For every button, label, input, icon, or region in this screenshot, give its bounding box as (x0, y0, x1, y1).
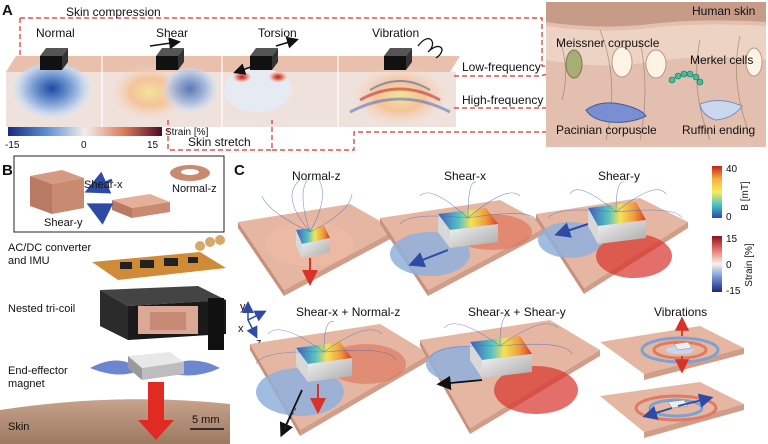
tile-shear-x-shear-y (420, 315, 600, 434)
title-shear-x-normal-z: Shear-x + Normal-z (296, 305, 400, 319)
vibration-strain-field (352, 66, 448, 126)
b-colorbar-label: B [mT] (740, 181, 751, 211)
normal-strain-field (10, 63, 94, 127)
torsion-actuator (250, 48, 278, 70)
converter-line-2: and IMU (8, 255, 50, 267)
skin-stretch-label: Skin stretch (188, 135, 251, 149)
tile-normal-z (238, 175, 396, 296)
title-shear-y: Shear-y (598, 169, 640, 183)
b-colorbar (712, 166, 722, 218)
strain-tick-mid: 0 (81, 140, 87, 151)
skin-compression-label: Skin compression (66, 5, 161, 19)
c-strain-tick-mid: 0 (726, 260, 732, 271)
normal-actuator (40, 48, 68, 70)
human-skin-illustration (546, 2, 766, 147)
normal-force-arrow (138, 382, 174, 440)
torsion-arrow-1 (275, 36, 299, 49)
tile-shear-y (536, 181, 688, 294)
strain-colorbar-c (712, 236, 722, 292)
magnet-icon (90, 352, 220, 380)
vibration-wave-2 (349, 97, 451, 114)
mode-vibration-label: Vibration (372, 26, 419, 40)
axis-x-label: x (238, 323, 244, 335)
c-strain-colorbar-label: Strain [%] (744, 243, 755, 287)
low-frequency-label: Low-frequency (462, 60, 541, 74)
tricoil-label: Nested tri-coil (8, 303, 75, 315)
title-shear-x: Shear-x (444, 169, 486, 183)
scale-label: 5 mm (192, 414, 220, 426)
panel-c-letter: C (234, 162, 245, 179)
panel-a-letter: A (2, 2, 13, 19)
magnet-line-1: End-effector (8, 365, 68, 377)
flat-coil-icon (112, 194, 170, 218)
vibration-wave-1 (359, 87, 441, 102)
merkel-label: Merkel cells (690, 53, 753, 67)
vibration-squiggle (417, 38, 443, 59)
panel-b: B Shear-x Shear-y Normal-z (0, 155, 230, 444)
title-normal-z: Normal-z (292, 169, 341, 183)
c-strain-tick-min: -15 (726, 286, 741, 297)
shear-strain-field-cool (160, 68, 220, 120)
torsion-hot-left (232, 71, 252, 83)
torsion-hot-right (268, 71, 288, 83)
skin-surface (0, 399, 230, 444)
strain-tick-min: -15 (5, 140, 20, 151)
tile-vibrations-bottom (600, 382, 744, 438)
panel-a: A Skin compression (2, 2, 766, 151)
b-tick-max: 40 (726, 164, 738, 175)
shear-x-label: Shear-x (84, 179, 123, 191)
c-strain-tick-max: 15 (726, 234, 738, 245)
panel-c: C Normal-z (234, 162, 755, 438)
torus-hole (181, 169, 199, 175)
acdc-board-icon (92, 235, 226, 280)
strain-tick-max: 15 (147, 140, 159, 151)
coil-cube-icon (30, 170, 84, 214)
vibration-actuator (384, 48, 412, 70)
magnet-line-2: magnet (8, 378, 45, 390)
strain-colorbar (8, 127, 162, 136)
vibration-wave-3 (369, 80, 431, 91)
shear-actuator (156, 48, 184, 70)
high-frequency-label: High-frequency (462, 93, 543, 107)
b-tick-min: 0 (726, 212, 732, 223)
title-vibrations: Vibrations (654, 305, 707, 319)
panel-b-letter: B (2, 162, 13, 179)
tile-shear-x (380, 181, 548, 296)
mode-normal-label: Normal (36, 26, 75, 40)
axes-icon (242, 301, 267, 339)
shear-y-label: Shear-y (44, 217, 83, 229)
title-shear-x-shear-y: Shear-x + Shear-y (468, 305, 566, 319)
axis-y-label: y (240, 301, 246, 313)
high-frequency-dash (454, 107, 561, 113)
mode-shear-label: Shear (156, 26, 188, 40)
tricoil-icon (100, 286, 226, 350)
shear-x-arrow (84, 171, 113, 194)
torsion-arrow-2 (233, 63, 255, 75)
tile-shear-x-normal-z (250, 321, 430, 438)
stretch-bracket (167, 120, 273, 151)
shear-y-arrow (86, 203, 114, 225)
skin-label: Skin (8, 421, 29, 433)
mode-torsion-label: Torsion (258, 26, 297, 40)
normal-z-label: Normal-z (172, 183, 217, 195)
ruffini-label: Ruffini ending (682, 123, 755, 137)
strain-colorbar-label: Strain [%] (165, 127, 209, 138)
human-skin-label: Human skin (692, 4, 755, 18)
low-frequency-dash (454, 73, 549, 77)
pacinian-label: Pacinian corpuscle (556, 123, 657, 137)
converter-line-1: AC/DC converter (8, 242, 91, 254)
shear-arrow (149, 37, 181, 50)
compression-dashed-line (19, 17, 548, 67)
skin-slab-top (6, 56, 460, 72)
tile-vibrations-top (600, 316, 744, 380)
meissner-label: Meissner corpuscle (556, 36, 660, 50)
